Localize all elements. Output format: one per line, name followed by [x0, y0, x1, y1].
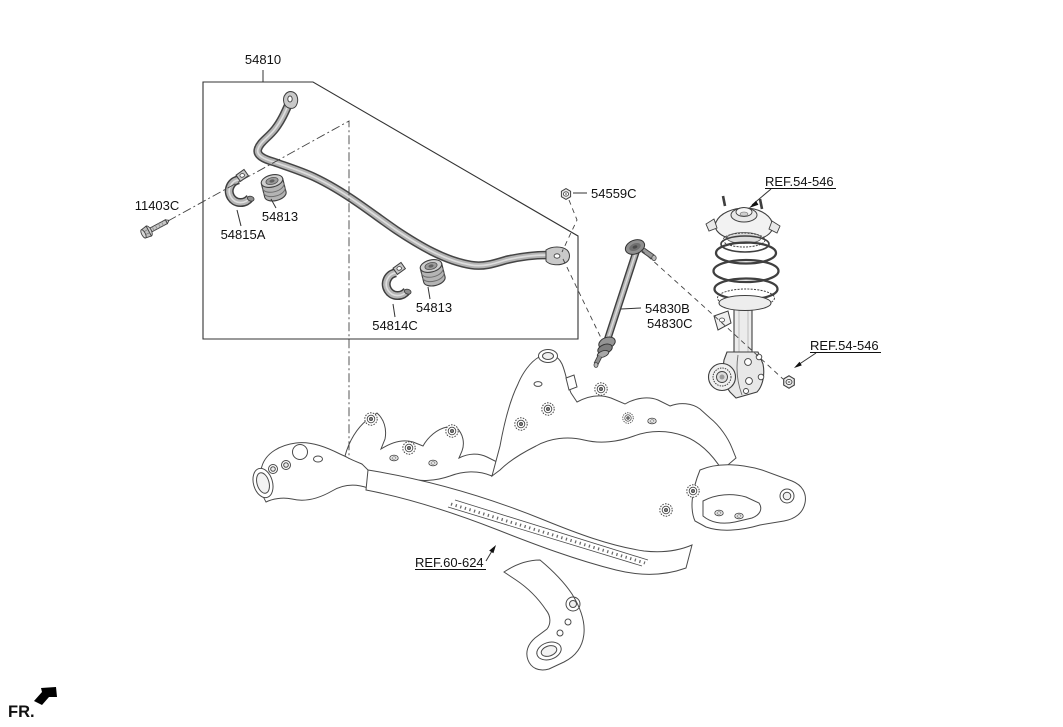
front-direction-arrow-icon [34, 687, 57, 705]
arrowhead-ref-crossmember [489, 545, 496, 554]
leader-bracket-front [236, 209, 242, 227]
bolt-axis-centerline [167, 120, 350, 459]
ref-link-strut-top[interactable]: REF.54-546 [765, 174, 834, 189]
part-label-bracket-front[interactable]: 54815A [221, 227, 266, 242]
bushing-front-drawing [259, 171, 289, 204]
ref-link-crossmember[interactable]: REF.60-624 [415, 555, 484, 570]
stabilizer-bar-drawing [253, 91, 570, 270]
nut-to-bar-dashed-line [561, 199, 578, 253]
leader-bushing-front [270, 198, 277, 209]
bar-to-link-dashed-line [562, 258, 603, 341]
bolt-drawing [138, 214, 173, 241]
leader-ref-strut-bottom [797, 352, 817, 366]
ref-nut-drawing [783, 375, 795, 389]
leader-link [620, 307, 642, 310]
crossmember-center-tower [491, 354, 737, 478]
arrowhead-ref-strut-top [749, 200, 759, 208]
bushing-rear-drawing [418, 256, 448, 289]
nut-drawing [560, 188, 572, 200]
arrowhead-ref-strut-bottom [794, 361, 802, 368]
leader-bracket-rear [392, 303, 396, 318]
link-to-strut-dashed-line [640, 249, 784, 380]
leader-bushing-rear [427, 286, 431, 300]
part-label-bracket-rear[interactable]: 54814C [372, 318, 418, 333]
bracket-rear-drawing [382, 261, 412, 299]
coil-spring [714, 241, 778, 265]
stabilizer-link-drawing [593, 239, 657, 368]
part-label-link-1[interactable]: 54830B [645, 301, 690, 316]
crossmember-left-horn [259, 442, 372, 503]
part-label-nut[interactable]: 54559C [591, 186, 637, 201]
part-label-link-2[interactable]: 54830C [647, 316, 693, 331]
strut-assembly-drawing [705, 195, 781, 399]
bracket-front-drawing [225, 168, 255, 206]
part-group-box [202, 81, 579, 340]
part-label-bushing-front[interactable]: 54813 [262, 209, 298, 224]
part-label-stabilizer-bar[interactable]: 54810 [245, 52, 281, 67]
part-label-bushing-rear[interactable]: 54813 [416, 300, 452, 315]
front-marker-label: FR. [8, 703, 35, 721]
leader-ref-crossmember [485, 550, 493, 562]
ref-link-strut-bottom[interactable]: REF.54-546 [810, 338, 879, 353]
part-label-bolt[interactable]: 11403C [135, 198, 180, 213]
crossmember-drawing [252, 349, 806, 671]
